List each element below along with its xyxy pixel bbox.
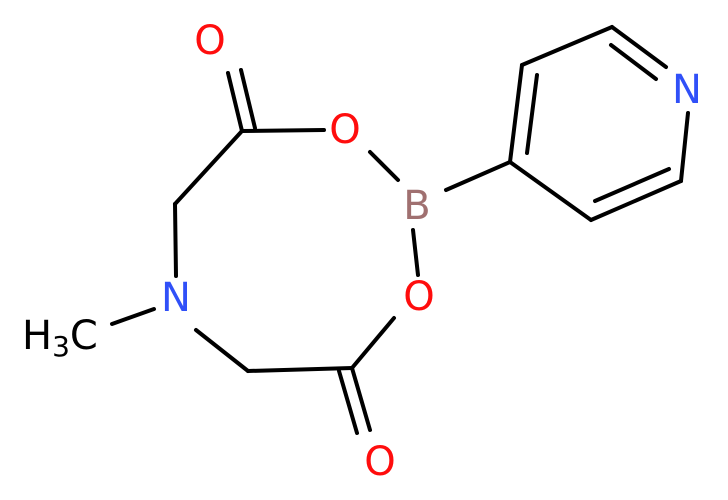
methyl-h: H	[22, 313, 52, 359]
bond-pyr-c2-n	[610, 25, 668, 69]
atom-o-ring-upper: O	[329, 107, 360, 153]
bond-pyr-c3-c2	[520, 25, 614, 67]
bond-pyr-n-c6	[679, 111, 690, 183]
atom-o-bottom: O	[364, 439, 395, 485]
atom-o-ring-lower: O	[403, 274, 434, 320]
atom-labels: O O B O O N N H3C	[22, 18, 702, 485]
bonds	[110, 25, 690, 435]
atom-nitrogen-pyridine: N	[672, 67, 702, 113]
bond-pyr-c4-c3	[508, 63, 524, 164]
atom-boron: B	[403, 183, 430, 229]
bond-c-ch2-lower	[246, 366, 354, 373]
methyl-c: C	[70, 313, 98, 359]
bond-ch2-n-lower	[194, 328, 250, 373]
atom-o-top: O	[194, 18, 225, 64]
bond-n-ch2-upper	[173, 202, 178, 278]
bond-pyr-c2-n-inner	[609, 43, 658, 81]
bond-o-c-lower	[350, 316, 396, 370]
bond-pyr-c6-c5-inner	[593, 167, 671, 203]
atom-nitrogen-ring: N	[161, 275, 191, 321]
atom-methyl: H3C	[22, 313, 98, 363]
bond-pyr-c4-c3-inner	[525, 73, 539, 155]
bond-pyr-c5-c4	[508, 160, 593, 222]
bond-carbonyl-bottom-b	[337, 369, 359, 435]
bond-o-b-upper	[368, 150, 400, 182]
bond-carbonyl-top-a	[226, 71, 244, 133]
bond-c-o-upper	[240, 128, 326, 133]
bond-b-pyridine	[444, 160, 512, 192]
bond-b-o-lower	[411, 228, 420, 277]
bond-carbonyl-bottom-a	[350, 366, 372, 432]
bond-n-methyl	[110, 307, 156, 326]
methyl-subscript: 3	[52, 330, 70, 363]
bond-carbonyl-top-b	[239, 68, 257, 130]
bond-ch2-c-upper	[173, 129, 244, 206]
bond-pyr-c6-c5	[589, 179, 683, 222]
